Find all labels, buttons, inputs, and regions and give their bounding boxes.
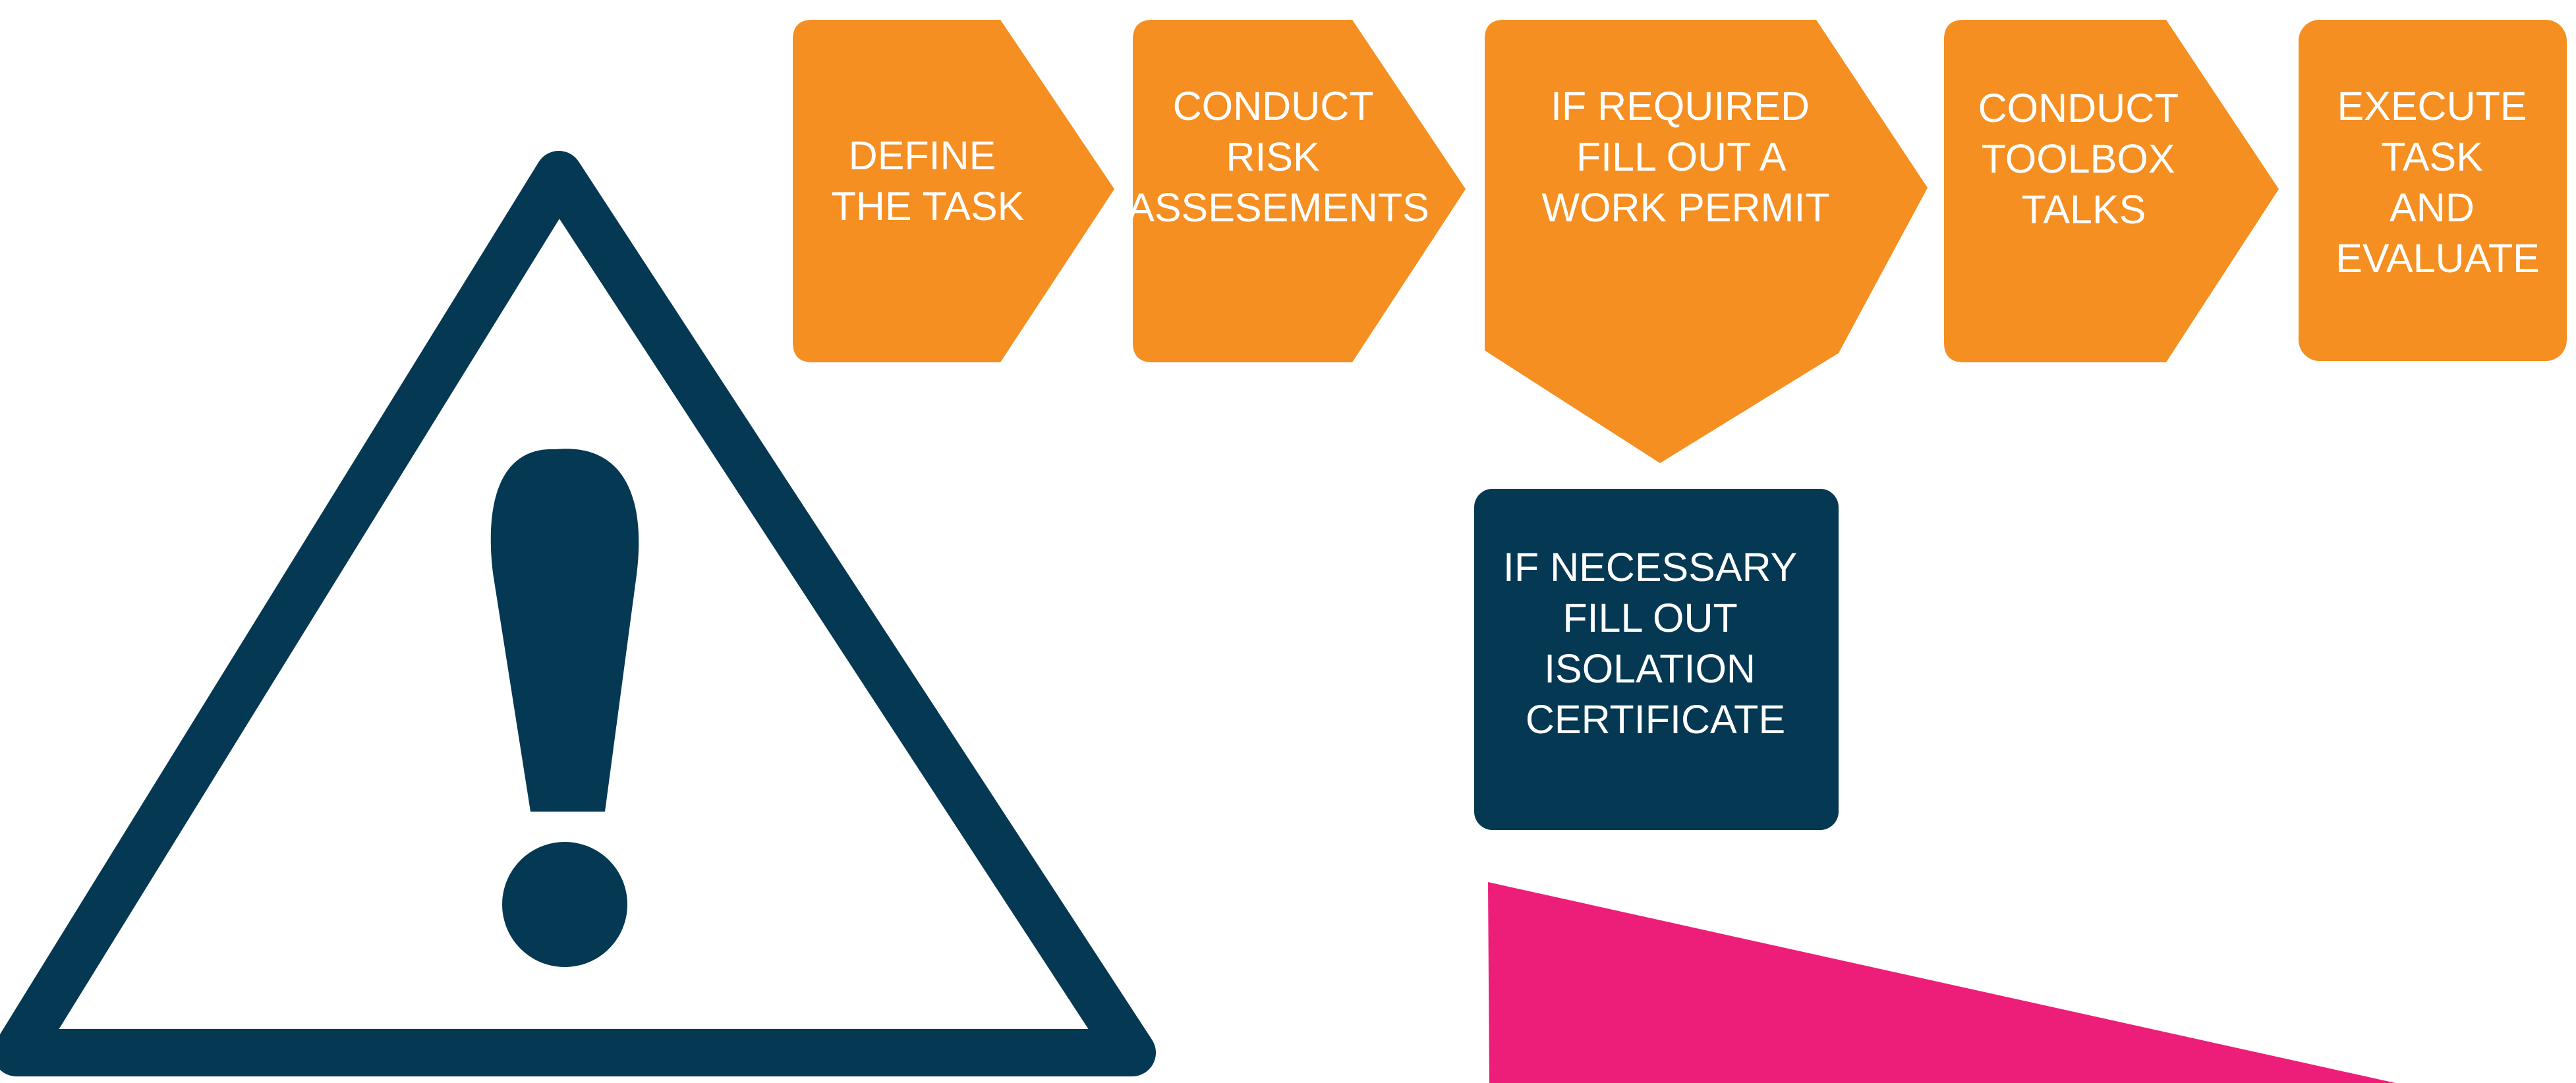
step-label-line: TOOLBOX: [1982, 136, 2175, 181]
step-work-permit: IF REQUIRED FILL OUT A WORK PERMIT: [1485, 20, 1928, 463]
step-toolbox-talks: CONDUCT TOOLBOX TALKS: [1944, 20, 2279, 362]
step-label-line: CONDUCT: [1978, 86, 2179, 130]
step-label-line: FILL OUT A: [1576, 134, 1787, 179]
step-conduct-risk-assessments: CONDUCT RISK ASSESEMENTS: [1128, 20, 1466, 362]
step-label-line: ASSESEMENTS: [1128, 185, 1429, 230]
step-label-line: IF REQUIRED: [1551, 84, 1810, 128]
svg-text:IF NECESSARY FILL OUT: IF NECESSARY FILL OUT ISOLATION CERTIFIC…: [1503, 545, 1808, 742]
svg-text:DEFINE THE TASK: DEFINE THE TASK: [832, 133, 1025, 229]
warning-triangle-icon: [0, 151, 1156, 1076]
svg-text:CONDUCT RISK ASSES: CONDUCT RISK ASSESEMENTS: [1128, 84, 1429, 230]
exclamation-icon: [490, 449, 639, 967]
svg-text:EXECUTE TASK AND: EXECUTE TASK AND EVALUATE: [2335, 84, 2540, 281]
sub-step-label-line: ISOLATION: [1544, 646, 1756, 691]
step-label-line: CONDUCT: [1173, 84, 1373, 128]
sub-step-label-line: FILL OUT: [1562, 596, 1736, 640]
svg-text:CONDUCT TOOLBOX TA: CONDUCT TOOLBOX TALKS: [1978, 86, 2190, 232]
step-label-line: TALKS: [2022, 187, 2146, 232]
sub-step-isolation-certificate: IF NECESSARY FILL OUT ISOLATION CERTIFIC…: [1474, 489, 1839, 830]
step-label-line: WORK PERMIT: [1541, 185, 1829, 230]
sub-step-label-line: IF NECESSARY: [1503, 545, 1797, 590]
svg-text:IF REQUIRED FILL OUT A: IF REQUIRED FILL OUT A WORK PERMIT: [1541, 84, 1829, 230]
step-label-line: TASK: [2381, 134, 2483, 179]
step-label-line: DEFINE: [849, 133, 996, 178]
step-label-line: AND: [2390, 185, 2475, 230]
step-label-line: RISK: [1226, 134, 1319, 179]
step-label-line: EVALUATE: [2335, 236, 2540, 281]
sub-step-label-line: CERTIFICATE: [1526, 697, 1785, 742]
step-execute-evaluate: EXECUTE TASK AND EVALUATE: [2299, 20, 2567, 361]
step-label-line: EXECUTE: [2337, 84, 2527, 128]
step-label-line: THE TASK: [832, 184, 1025, 229]
step-define-task: DEFINE THE TASK: [793, 20, 1114, 362]
pink-wedge-shape: [1488, 882, 2395, 1083]
